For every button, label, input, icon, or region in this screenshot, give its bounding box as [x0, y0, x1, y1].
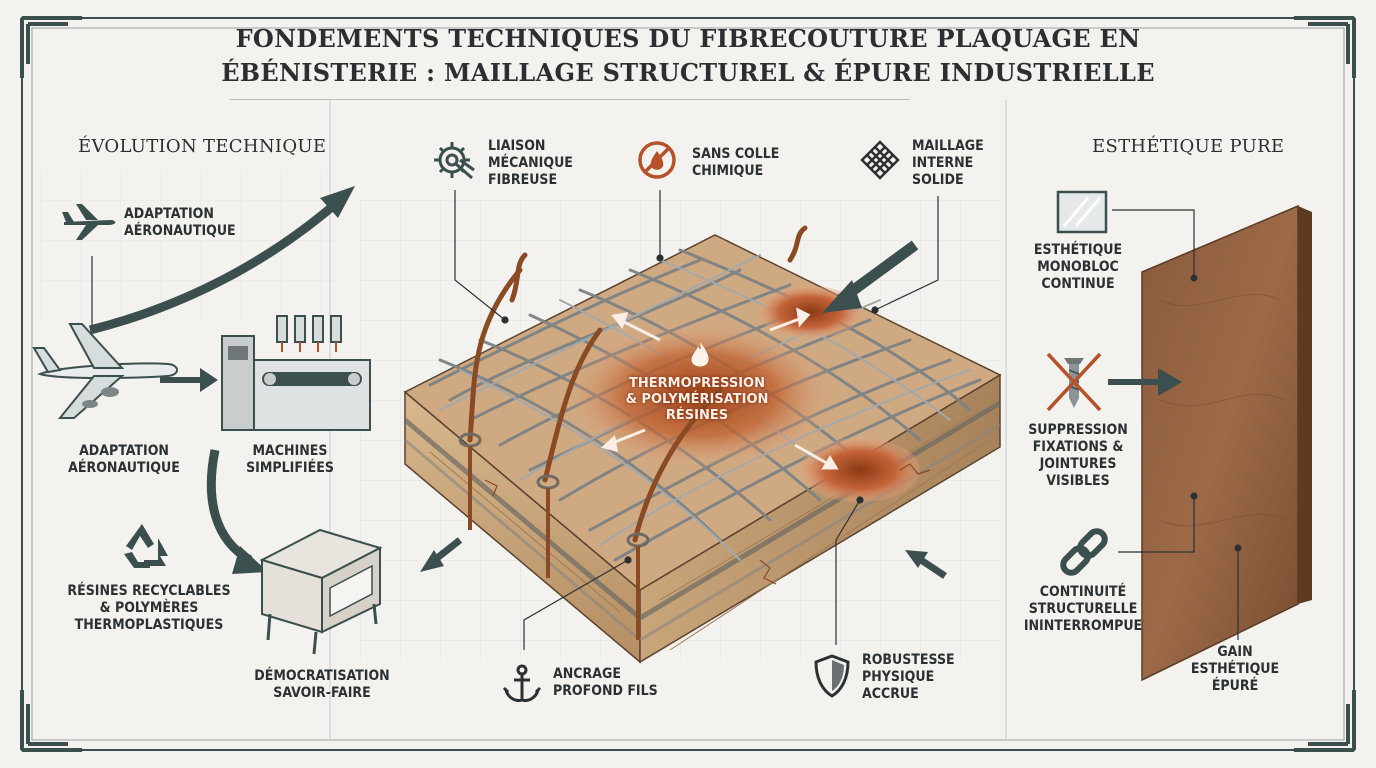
- label-line: SAVOIR-FAIRE: [273, 685, 371, 701]
- label-line: RÉSINES RECYCLABLES: [67, 583, 231, 599]
- label-line: JOINTURES: [1039, 456, 1117, 472]
- label-machines: MACHINES SIMPLIFIÉES: [210, 443, 370, 477]
- label-line: VISIBLES: [1046, 473, 1110, 489]
- chain-link-icon: [1060, 528, 1108, 576]
- label-line: STRUCTURELLE: [1028, 601, 1138, 617]
- label-line: AÉRONAUTIQUE: [124, 223, 236, 239]
- label-line: LIAISON: [488, 138, 546, 154]
- section-heading-right: ESTHÉTIQUE PURE: [1092, 136, 1285, 157]
- label-adaptation-bottom: ADAPTATION AÉRONAUTIQUE: [44, 443, 204, 477]
- label-line: ESTHÉTIQUE: [1190, 661, 1280, 677]
- label-liaison: LIAISON MÉCANIQUE FIBREUSE: [488, 138, 573, 189]
- label-line: CHIMIQUE: [692, 163, 764, 179]
- label-line: CONTINUITÉ: [1039, 584, 1127, 600]
- label-line: THERMOPLASTIQUES: [74, 617, 224, 633]
- label-suppression: SUPPRESSION FIXATIONS & JOINTURES VISIBL…: [1008, 422, 1148, 490]
- label-line: MONOBLOC: [1037, 259, 1119, 275]
- cabinet-icon: [259, 528, 383, 655]
- label-line: CONTINUE: [1041, 276, 1115, 292]
- label-democratisation: DÉMOCRATISATION SAVOIR-FAIRE: [232, 668, 412, 702]
- gear-fiber-icon: [434, 142, 475, 180]
- label-line: MAILLAGE: [912, 138, 984, 154]
- label-thermopression: THERMOPRESSION & POLYMÉRISATION RÉSINES: [612, 376, 782, 424]
- machine-icon: [221, 315, 371, 431]
- label-line: ININTERROMPUE: [1023, 618, 1143, 634]
- label-gain: GAIN ESTHÉTIQUE ÉPURÉ: [1170, 644, 1300, 695]
- airliner-icon: [32, 323, 178, 419]
- anchor-icon: [502, 664, 542, 702]
- label-line: MÉCANIQUE: [488, 155, 573, 171]
- label-line: SIMPLIFIÉES: [246, 460, 334, 476]
- crossed-screw-icon: [1046, 352, 1102, 412]
- label-line: ANCRAGE: [553, 666, 621, 682]
- label-line: & POLYMÉRISATION: [625, 392, 769, 407]
- label-line: SANS COLLE: [692, 146, 780, 162]
- label-line: AÉRONAUTIQUE: [68, 460, 180, 476]
- glass-square-icon: [1056, 190, 1108, 234]
- title-line-1: FONDEMENTS TECHNIQUES DU FIBRECOUTURE PL…: [235, 24, 1141, 53]
- label-resins: RÉSINES RECYCLABLES & POLYMÈRES THERMOPL…: [44, 583, 254, 634]
- title-line-2: ÉBÉNISTERIE : MAILLAGE STRUCTUREL & ÉPUR…: [221, 58, 1155, 87]
- section-heading-left: ÉVOLUTION TECHNIQUE: [78, 136, 327, 157]
- label-maillage: MAILLAGE INTERNE SOLIDE: [912, 138, 984, 189]
- label-line: ESTHÉTIQUE: [1033, 242, 1123, 258]
- airplane-icon: [62, 204, 116, 240]
- page-title: FONDEMENTS TECHNIQUES DU FIBRECOUTURE PL…: [150, 22, 1226, 90]
- label-ancrage: ANCRAGE PROFOND FILS: [553, 666, 658, 700]
- label-line: PHYSIQUE: [862, 669, 935, 685]
- label-line: INTERNE: [912, 155, 974, 171]
- label-robustesse: ROBUSTESSE PHYSIQUE ACCRUE: [862, 652, 955, 703]
- wood-panel: [1141, 204, 1312, 682]
- fiber-slab-illustration: [403, 225, 1002, 664]
- label-line: ACCRUE: [862, 686, 919, 702]
- label-line: SOLIDE: [912, 172, 964, 188]
- label-line: ROBUSTESSE: [862, 652, 955, 668]
- label-line: SUPPRESSION: [1028, 422, 1128, 438]
- label-line: ADAPTATION: [124, 206, 214, 222]
- label-line: GAIN: [1217, 644, 1253, 660]
- label-line: ÉPURÉ: [1211, 678, 1259, 694]
- label-line: FIXATIONS &: [1032, 439, 1124, 455]
- label-line: & POLYMÈRES: [99, 600, 199, 616]
- flame-icon: [691, 342, 709, 367]
- label-sans-colle: SANS COLLE CHIMIQUE: [692, 146, 779, 180]
- label-line: RÉSINES: [665, 408, 729, 423]
- title-divider: [230, 99, 910, 100]
- label-line: PROFOND FILS: [553, 683, 658, 699]
- label-line: THERMOPRESSION: [629, 376, 765, 391]
- label-monobloc: ESTHÉTIQUE MONOBLOC CONTINUE: [1008, 242, 1148, 293]
- recycle-icon: [124, 524, 168, 568]
- mesh-icon: [860, 140, 900, 180]
- label-line: MACHINES: [252, 443, 328, 459]
- label-line: FIBREUSE: [488, 172, 558, 188]
- label-adaptation-top: ADAPTATION AÉRONAUTIQUE: [124, 206, 236, 240]
- no-glue-icon: [638, 141, 676, 179]
- label-line: ADAPTATION: [79, 443, 169, 459]
- shield-icon: [814, 654, 850, 698]
- label-line: DÉMOCRATISATION: [254, 668, 390, 684]
- label-continuite: CONTINUITÉ STRUCTURELLE ININTERROMPUE: [1008, 584, 1158, 635]
